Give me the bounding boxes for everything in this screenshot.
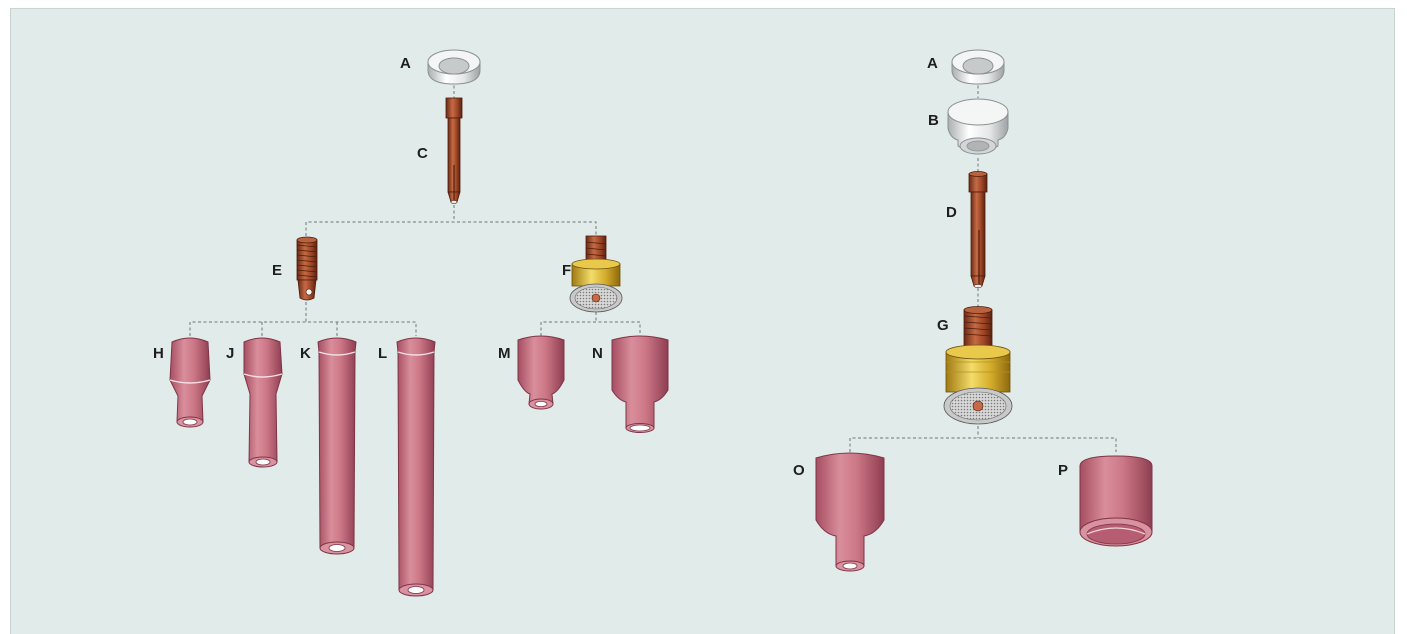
label-e: E: [272, 262, 282, 279]
diagram-panel: [10, 8, 1395, 634]
label-j: J: [226, 345, 234, 362]
part-c-collet: [445, 97, 463, 204]
part-p-gas-lens-nozzle: [1079, 455, 1153, 547]
part-a-insulator-right: [951, 49, 1005, 85]
part-h-nozzle: [169, 337, 211, 428]
part-a-insulator-left: [427, 49, 481, 85]
label-a-right: A: [927, 55, 938, 72]
label-d: D: [946, 204, 957, 221]
label-n: N: [592, 345, 603, 362]
label-b: B: [928, 112, 939, 129]
part-m-gas-lens-nozzle: [517, 335, 565, 410]
label-f: F: [562, 262, 571, 279]
part-g-gas-lens: [943, 306, 1013, 425]
part-l-nozzle: [396, 337, 436, 597]
part-o-gas-lens-nozzle: [815, 452, 885, 572]
label-h: H: [153, 345, 164, 362]
label-a-left: A: [400, 55, 411, 72]
label-m: M: [498, 345, 511, 362]
label-g: G: [937, 317, 949, 334]
part-f-gas-lens: [569, 235, 623, 313]
label-o: O: [793, 462, 805, 479]
part-k-nozzle: [317, 337, 357, 555]
part-e-collet-body: [296, 236, 318, 301]
label-k: K: [300, 345, 311, 362]
label-l: L: [378, 345, 387, 362]
part-n-gas-lens-nozzle: [611, 335, 669, 433]
label-p: P: [1058, 462, 1068, 479]
part-b-insulator: [947, 98, 1009, 155]
part-d-collet: [968, 171, 988, 288]
part-j-nozzle: [243, 337, 283, 468]
label-c: C: [417, 145, 428, 162]
